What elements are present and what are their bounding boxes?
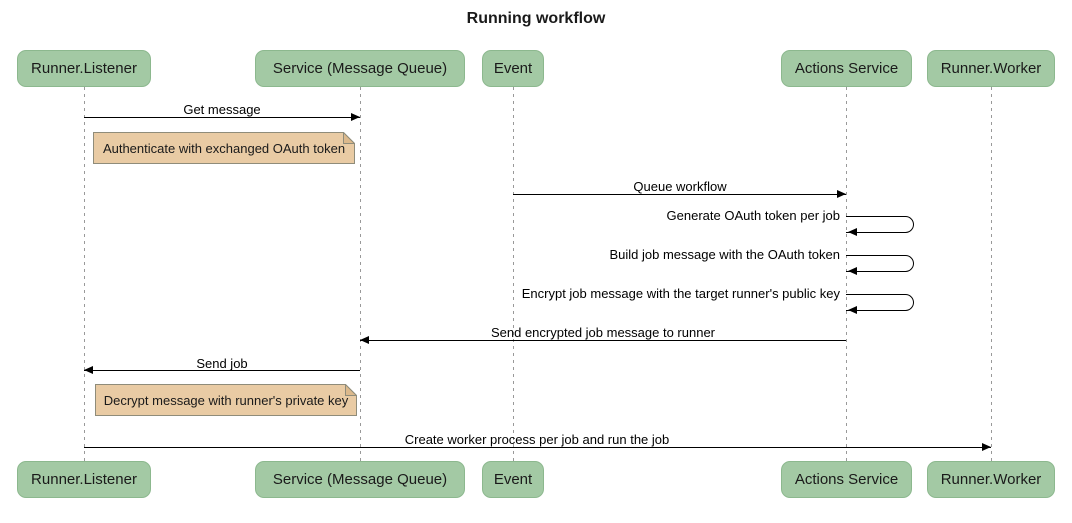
arrowhead-send-encrypted-job-message xyxy=(360,336,369,344)
self-loop-generate-oauth-token xyxy=(846,216,914,233)
note-authenticate: Authenticate with exchanged OAuth token xyxy=(93,132,355,164)
self-loop-encrypt-job-message xyxy=(846,294,914,311)
message-label-create-worker-process: Create worker process per job and run th… xyxy=(404,432,670,447)
message-line-create-worker-process xyxy=(84,447,991,448)
arrowhead-send-job xyxy=(84,366,93,374)
actor-top-runner-listener: Runner.Listener xyxy=(17,50,151,87)
actor-top-event: Event xyxy=(482,50,544,87)
lifeline-service-message-queue xyxy=(360,87,361,461)
message-line-send-encrypted-job-message xyxy=(360,340,846,341)
actor-bottom-actions-service: Actions Service xyxy=(781,461,912,498)
arrowhead-generate-oauth-token xyxy=(848,228,857,236)
actor-top-runner-worker: Runner.Worker xyxy=(927,50,1055,87)
message-line-queue-workflow xyxy=(513,194,846,195)
diagram-title: Running workflow xyxy=(466,10,606,27)
actor-bottom-runner-worker: Runner.Worker xyxy=(927,461,1055,498)
message-label-encrypt-job-message: Encrypt job message with the target runn… xyxy=(521,286,840,301)
note-shape xyxy=(95,384,357,416)
self-loop-build-job-message xyxy=(846,255,914,272)
message-label-build-job-message: Build job message with the OAuth token xyxy=(609,247,840,262)
lifeline-actions-service xyxy=(846,87,847,461)
lifeline-runner-listener xyxy=(84,87,85,461)
actor-bottom-runner-listener: Runner.Listener xyxy=(17,461,151,498)
arrowhead-queue-workflow xyxy=(837,190,846,198)
note-text-authenticate: Authenticate with exchanged OAuth token xyxy=(102,140,346,156)
lifeline-event xyxy=(513,87,514,461)
arrowhead-create-worker-process xyxy=(982,443,991,451)
message-label-get-message: Get message xyxy=(183,102,261,117)
actor-top-actions-service: Actions Service xyxy=(781,50,912,87)
lifeline-runner-worker xyxy=(991,87,992,461)
actor-bottom-event: Event xyxy=(482,461,544,498)
actor-top-service-message-queue: Service (Message Queue) xyxy=(255,50,465,87)
arrowhead-build-job-message xyxy=(848,267,857,275)
note-text-decrypt: Decrypt message with runner's private ke… xyxy=(103,392,349,408)
arrowhead-encrypt-job-message xyxy=(848,306,857,314)
message-label-send-job: Send job xyxy=(196,356,248,371)
message-label-generate-oauth-token: Generate OAuth token per job xyxy=(666,208,840,223)
message-label-send-encrypted-job-message: Send encrypted job message to runner xyxy=(490,325,716,340)
note-decrypt: Decrypt message with runner's private ke… xyxy=(95,384,357,416)
note-shape xyxy=(93,132,355,164)
actor-bottom-service-message-queue: Service (Message Queue) xyxy=(255,461,465,498)
message-label-queue-workflow: Queue workflow xyxy=(633,179,727,194)
message-line-get-message xyxy=(84,117,360,118)
message-line-send-job xyxy=(84,370,360,371)
arrowhead-get-message xyxy=(351,113,360,121)
